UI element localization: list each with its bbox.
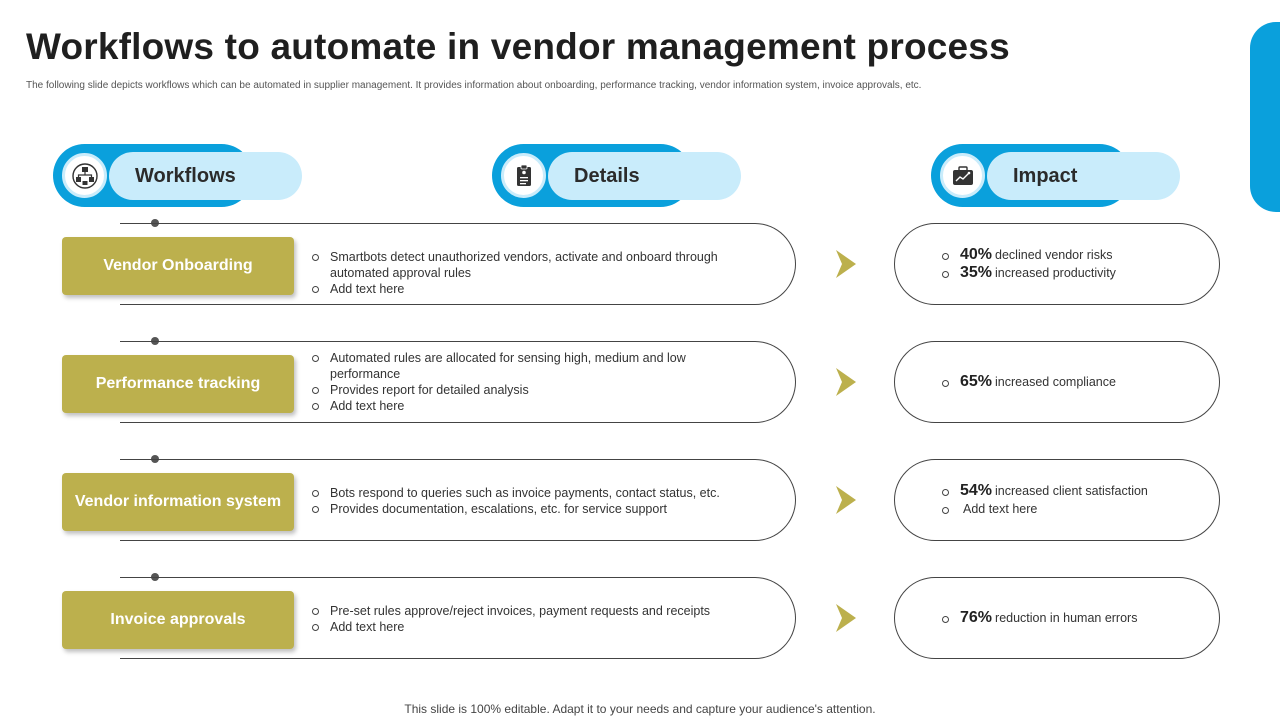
footer-note: This slide is 100% editable. Adapt it to… xyxy=(404,702,876,716)
impact-text: Add text here xyxy=(963,502,1038,516)
workflow-row-performance-tracking: Performance tracking Automated rules are… xyxy=(0,337,1280,426)
workflow-label-text: Performance tracking xyxy=(95,375,261,392)
details-container xyxy=(120,459,796,541)
impact-item: 65%increased compliance xyxy=(940,373,1200,391)
page-subtitle: The following slide depicts workflows wh… xyxy=(26,80,922,91)
workflow-label: Vendor Onboarding xyxy=(62,237,294,295)
impact-container xyxy=(894,577,1220,659)
header-pill: Details xyxy=(548,152,741,200)
briefcase-chart-icon xyxy=(940,153,985,198)
impact-list: 54%increased client satisfaction Add tex… xyxy=(940,482,1200,518)
impact-text: increased client satisfaction xyxy=(995,484,1148,498)
detail-item: Add text here xyxy=(310,281,750,297)
workflow-label-text: Invoice approvals xyxy=(110,611,246,628)
impact-percent: 40% xyxy=(960,246,993,263)
impact-text: increased compliance xyxy=(995,375,1116,389)
workflow-row-invoice-approvals: Invoice approvals Pre-set rules approve/… xyxy=(0,573,1280,662)
impact-percent: 65% xyxy=(960,373,993,390)
arrow-right-icon xyxy=(836,604,856,632)
header-impact-label: Impact xyxy=(1013,165,1078,187)
details-list: Bots respond to queries such as invoice … xyxy=(310,485,750,517)
impact-percent: 35% xyxy=(960,264,993,281)
workflow-label: Invoice approvals xyxy=(62,591,294,649)
workflow-row-vendor-information-system: Vendor information system Bots respond t… xyxy=(0,455,1280,544)
impact-text: increased productivity xyxy=(995,266,1116,280)
impact-list: 40%declined vendor risks 35%increased pr… xyxy=(940,246,1200,282)
impact-text: declined vendor risks xyxy=(995,248,1113,262)
arrow-right-icon xyxy=(836,368,856,396)
impact-container xyxy=(894,341,1220,423)
impact-percent: 76% xyxy=(960,609,993,626)
arrow-right-icon xyxy=(836,250,856,278)
detail-item: Smartbots detect unauthorized vendors, a… xyxy=(310,249,750,281)
header-workflows-label: Workflows xyxy=(135,165,236,187)
arrow-right-icon xyxy=(836,486,856,514)
clipboard-document-icon xyxy=(501,153,546,198)
workflow-label-text: Vendor Onboarding xyxy=(103,257,253,274)
workflow-label: Performance tracking xyxy=(62,355,294,413)
impact-item: 40%declined vendor risks xyxy=(940,246,1200,264)
impact-list: 65%increased compliance xyxy=(940,373,1200,391)
details-container xyxy=(120,577,796,659)
details-list: Pre-set rules approve/reject invoices, p… xyxy=(310,603,750,635)
detail-item: Add text here xyxy=(310,398,730,414)
impact-container xyxy=(894,223,1220,305)
workflow-label-text: Vendor information system xyxy=(74,493,282,510)
detail-item: Pre-set rules approve/reject invoices, p… xyxy=(310,603,750,619)
detail-item: Provides documentation, escalations, etc… xyxy=(310,501,750,517)
impact-text: reduction in human errors xyxy=(995,611,1138,625)
details-container xyxy=(120,223,796,305)
detail-item: Add text here xyxy=(310,619,750,635)
header-pill: Impact xyxy=(987,152,1180,200)
side-accent-tab xyxy=(1250,22,1280,212)
workflow-label: Vendor information system xyxy=(62,473,294,531)
impact-item: 76%reduction in human errors xyxy=(940,609,1200,627)
header-pill: Workflows xyxy=(109,152,302,200)
impact-item: 35%increased productivity xyxy=(940,264,1200,282)
impact-percent: 54% xyxy=(960,482,993,499)
impact-item: 54%increased client satisfaction xyxy=(940,482,1200,500)
detail-item: Bots respond to queries such as invoice … xyxy=(310,485,750,501)
page-title: Workflows to automate in vendor manageme… xyxy=(26,26,1010,67)
impact-item: Add text here xyxy=(940,500,1200,518)
details-list: Smartbots detect unauthorized vendors, a… xyxy=(310,249,750,297)
impact-container xyxy=(894,459,1220,541)
details-list: Automated rules are allocated for sensin… xyxy=(310,350,730,414)
detail-item: Automated rules are allocated for sensin… xyxy=(310,350,730,382)
details-container xyxy=(120,341,796,423)
workflow-network-icon xyxy=(62,153,107,198)
detail-item: Provides report for detailed analysis xyxy=(310,382,730,398)
workflow-row-vendor-onboarding: Vendor Onboarding Smartbots detect unaut… xyxy=(0,219,1280,308)
header-details-label: Details xyxy=(574,165,640,187)
impact-list: 76%reduction in human errors xyxy=(940,609,1200,627)
